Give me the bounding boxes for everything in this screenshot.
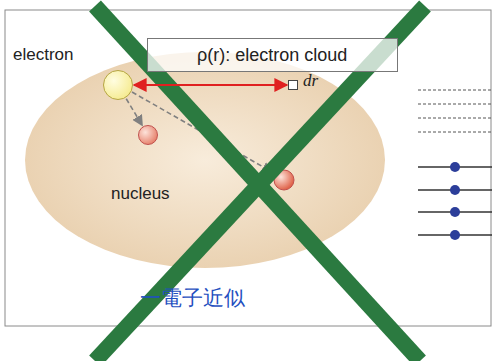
empty-levels	[418, 90, 492, 132]
dashed-arrow	[126, 99, 142, 126]
node-text: dr	[303, 71, 318, 91]
distance-arrow	[134, 84, 287, 86]
node-text: nucleus	[111, 184, 170, 204]
caption-label: 一電子近似	[140, 284, 245, 312]
node-text: ρ(r): electron cloud	[197, 45, 347, 66]
cloud-label-box: ρ(r): electron cloud	[147, 38, 398, 72]
electron-circle: electron	[103, 70, 133, 100]
level-electrons	[450, 162, 460, 240]
volume-element: dr	[288, 80, 298, 90]
node-text: electron	[13, 45, 73, 65]
nucleus-circle: nucleus	[138, 125, 158, 145]
filled-levels	[418, 167, 492, 235]
